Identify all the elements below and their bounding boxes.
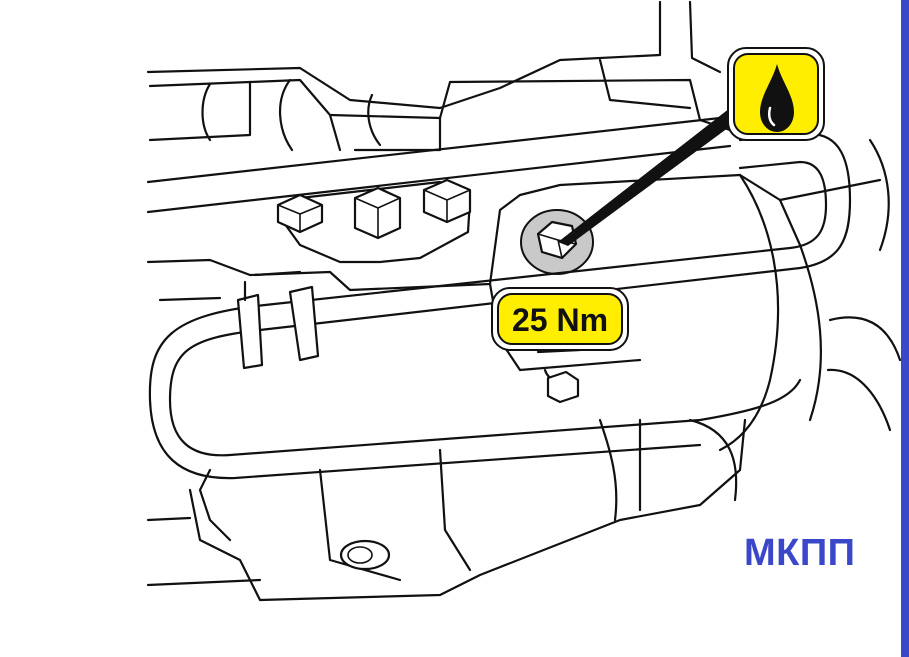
torque-value: 25 Nm	[512, 302, 608, 338]
pipe-clamps	[236, 270, 320, 370]
upper-housing	[146, 0, 732, 152]
oil-callout	[727, 47, 825, 141]
lower-housing	[146, 348, 747, 602]
pipe-loop	[148, 132, 852, 480]
upper-rod	[146, 116, 732, 214]
right-border-bar	[901, 0, 909, 657]
drain-plug	[520, 209, 594, 275]
oil-leader-line	[558, 108, 736, 246]
torque-callout: 25 Nm	[491, 287, 629, 351]
gearbox-label: МКПП	[744, 532, 856, 574]
bolt-bracket	[276, 178, 472, 264]
